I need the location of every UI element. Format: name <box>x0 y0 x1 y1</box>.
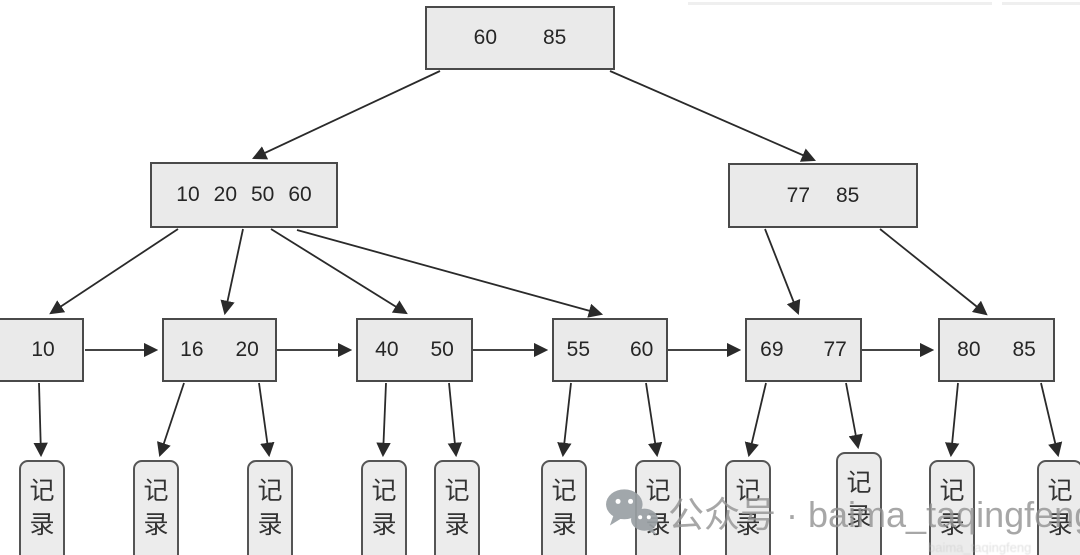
node-key: 77 <box>786 183 810 207</box>
node-key: 85 <box>543 26 567 49</box>
watermark-text: 公众号 · baima_taqingfeng <box>668 494 1080 535</box>
root-node: 60 85 <box>425 6 615 70</box>
record-box: 记录 <box>247 460 293 555</box>
node-key: 55 <box>566 338 590 361</box>
record-box: 记录 <box>1037 460 1080 555</box>
record-box: 记录 <box>836 452 882 555</box>
record-box: 记录 <box>541 460 587 555</box>
node-key: 20 <box>213 183 237 206</box>
leaf-node-1: 10 <box>0 318 84 382</box>
node-key: 85 <box>836 183 860 207</box>
leaf-node-6: 80 85 <box>938 318 1055 382</box>
node-key: 77 <box>823 338 847 361</box>
node-key: 50 <box>251 183 275 206</box>
node-key: 60 <box>630 338 654 361</box>
node-key: 69 <box>760 338 784 361</box>
record-box: 记录 <box>434 460 480 555</box>
faint-watermark-strip: baima_taqingfeng <box>928 540 1032 555</box>
record-box: 记录 <box>635 460 681 555</box>
record-box: 记录 <box>725 460 771 555</box>
record-edges <box>33 382 1063 458</box>
node-key: 85 <box>1012 338 1036 361</box>
node-key: 50 <box>430 338 454 361</box>
wechat-icon <box>606 489 658 536</box>
record-box: 记录 <box>361 460 407 555</box>
record-box: 记录 <box>133 460 179 555</box>
record-box: 记录 <box>929 460 975 555</box>
node-key: 40 <box>375 338 399 361</box>
internal-node-left: 10 20 50 60 <box>150 162 338 228</box>
node-key: 60 <box>473 26 497 49</box>
node-key: 10 <box>31 338 55 361</box>
node-key: 60 <box>288 183 312 206</box>
node-key: 80 <box>957 338 981 361</box>
internal-node-right: 77 85 <box>728 163 918 228</box>
node-key: 10 <box>176 183 200 206</box>
node-key: 20 <box>235 338 259 361</box>
node-key: 16 <box>180 338 204 361</box>
top-faint-line <box>1002 2 1080 5</box>
leaf-node-3: 40 50 <box>356 318 473 382</box>
leaf-node-5: 69 77 <box>745 318 862 382</box>
leaf-node-4: 55 60 <box>552 318 668 382</box>
top-faint-line <box>688 2 992 5</box>
record-box: 记录 <box>19 460 65 555</box>
leaf-node-2: 16 20 <box>162 318 277 382</box>
watermark: 公众号 · baima_taqingfeng <box>604 486 1080 538</box>
